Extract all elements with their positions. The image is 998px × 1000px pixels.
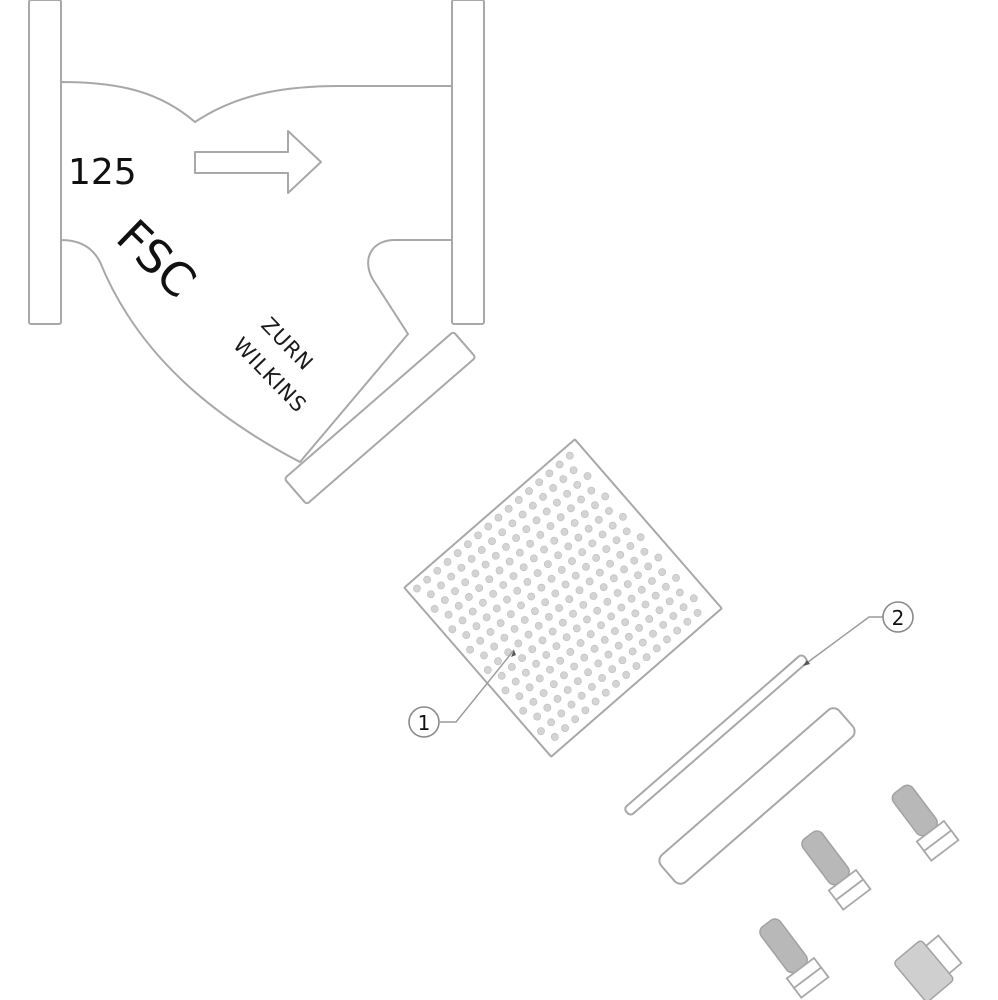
outlet-flange (451, 0, 485, 325)
plug (894, 934, 963, 1000)
gasket (624, 654, 808, 816)
callout-1: 1 (408, 649, 516, 738)
size-rating-label: 125 (68, 152, 137, 193)
bolt (891, 784, 960, 862)
strainer-screen (403, 438, 723, 758)
branch-flange (284, 331, 476, 505)
flow-arrow-icon (194, 130, 322, 194)
svg-text:1: 1 (418, 711, 431, 735)
svg-text:2: 2 (892, 606, 905, 630)
valve-body (60, 81, 453, 463)
bolt (759, 918, 830, 999)
inlet-flange (28, 0, 62, 325)
perforation-pattern (413, 451, 702, 741)
callout-2: 2 (803, 601, 914, 666)
bolt (801, 830, 872, 911)
cover-plate (658, 707, 856, 885)
